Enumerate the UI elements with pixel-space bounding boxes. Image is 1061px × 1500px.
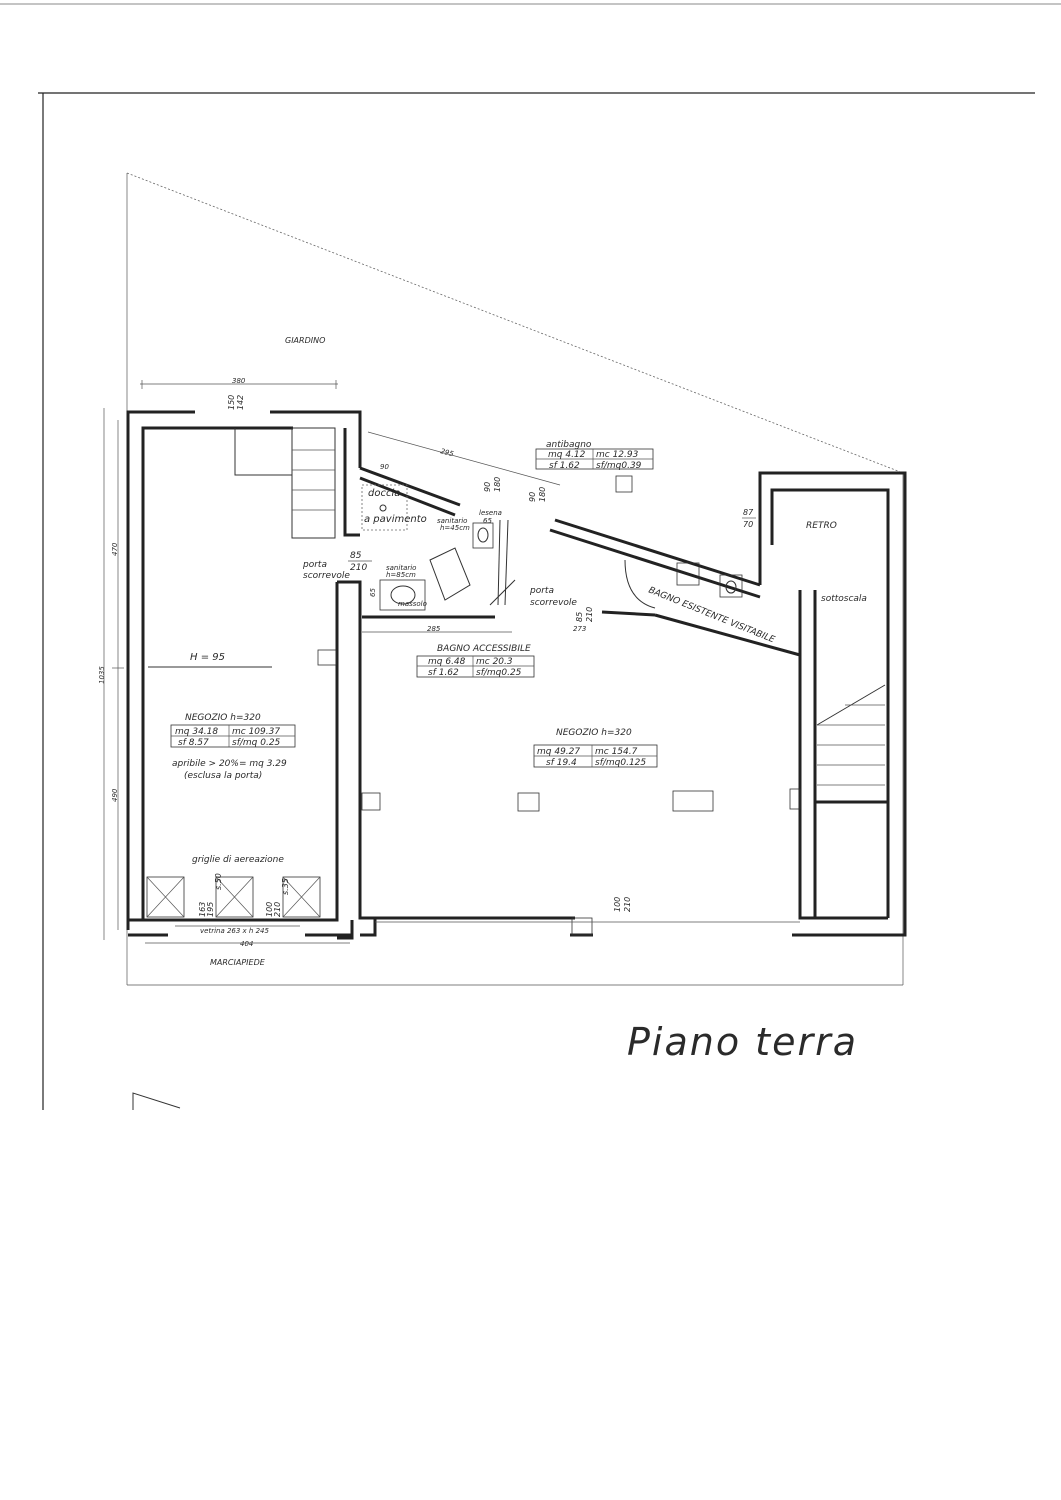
negozio-right-mc: mc 154.7 (595, 747, 638, 757)
dim-295: 295 (439, 447, 455, 458)
bagno-mq: mq 6.48 (428, 657, 466, 667)
label-scorrevole-2: scorrevole (530, 598, 577, 608)
dim-404: 404 (240, 940, 253, 948)
bagno-sf: sf 1.62 (428, 668, 459, 678)
antibagno-mc: mc 12.93 (596, 450, 639, 460)
table-negozio-right: mq 49.27 mc 154.7 sf 19.4 sf/mq0.125 (533, 744, 658, 768)
dim-470: 470 (111, 542, 119, 556)
label-vetrina: vetrina 263 x h 245 (200, 927, 269, 935)
dim-210b: 210 (585, 607, 594, 622)
vent-grilles (146, 876, 321, 918)
label-marciapiede: MARCIAPIEDE (210, 958, 266, 967)
negozio-left-mq: mq 34.18 (175, 727, 218, 737)
antibagno-sf: sf 1.62 (549, 461, 580, 471)
dim-380: 380 (232, 377, 246, 385)
dim-90c: 90 (528, 492, 537, 502)
label-sanitario-2: sanitario (386, 564, 416, 572)
label-scorrevole-1: scorrevole (303, 571, 350, 581)
page-title: Piano terra (627, 1020, 858, 1064)
label-apribile: apribile > 20%= mq 3.29 (172, 759, 287, 769)
dimension-labels: 380 150 142 295 90 90 180 90 180 87 70 8… (98, 377, 756, 948)
label-lesena: lesena (479, 509, 502, 517)
dim-195: 195 (206, 902, 215, 917)
dim-273: 273 (573, 625, 586, 633)
antibagno-mq: mq 4.12 (548, 450, 586, 460)
dim-100a: 100 (265, 902, 274, 917)
walls (126, 410, 907, 940)
dim-163: 163 (198, 902, 207, 917)
label-esclusa: (esclusa la porta) (184, 771, 262, 781)
label-porta-1: porta (302, 560, 327, 570)
dim-70: 70 (743, 520, 753, 529)
dim-90b: 90 (483, 482, 492, 492)
table-bagno: mq 6.48 mc 20.3 sf 1.62 sf/mq0.25 (416, 655, 535, 678)
label-bagno-accessibile: BAGNO ACCESSIBILE (437, 644, 531, 654)
negozio-right-sf: sf 19.4 (546, 758, 577, 768)
negozio-right-sfmq: sf/mq0.125 (595, 758, 646, 768)
label-griglie: griglie di aereazione (192, 855, 284, 865)
dim-210d: 210 (623, 897, 632, 912)
dim-180b: 180 (538, 487, 547, 502)
dim-180a: 180 (493, 477, 502, 492)
dim-65b: 65 (483, 517, 492, 525)
dim-65a: 65 (369, 588, 377, 597)
label-retro: RETRO (806, 521, 837, 531)
label-antibagno: antibagno (546, 440, 592, 450)
label-sottoscala: sottoscala (821, 594, 867, 604)
dim-s35: s.35 (281, 878, 290, 895)
label-porta-2: porta (529, 586, 554, 596)
label-negozio-left: NEGOZIO h=320 (185, 713, 261, 723)
dim-1035: 1035 (98, 666, 106, 684)
label-doccia: doccia (368, 488, 400, 499)
label-negozio-right: NEGOZIO h=320 (556, 728, 632, 738)
dim-85a: 85 (350, 551, 362, 561)
dim-150: 150 (227, 395, 236, 410)
label-giardino: GIARDINO (285, 336, 325, 345)
dimension-lines (103, 380, 561, 944)
dim-285: 285 (427, 625, 441, 633)
dim-s50: s.50 (214, 873, 223, 890)
negozio-left-sfmq: sf/mq 0.25 (232, 738, 281, 748)
dim-90a: 90 (380, 463, 389, 471)
dim-490: 490 (111, 788, 119, 802)
label-sanitario-2b: h=85cm (386, 571, 416, 579)
negozio-left-mc: mc 109.37 (232, 727, 280, 737)
label-massolo: massolo (398, 600, 427, 608)
dim-142: 142 (236, 395, 245, 410)
dim-210c: 210 (273, 902, 282, 917)
label-sanitario-1: sanitario (437, 517, 467, 525)
dim-100b: 100 (613, 897, 622, 912)
dim-210a: 210 (350, 563, 367, 573)
table-antibagno: mq 4.12 mc 12.93 sf 1.62 sf/mq0.39 (535, 448, 654, 471)
label-a-pavimento: a pavimento (364, 514, 427, 525)
label-sanitario-1b: h=45cm (440, 524, 470, 532)
antibagno-sfmq: sf/mq0.39 (596, 461, 642, 471)
table-negozio-left: mq 34.18 mc 109.37 sf 8.57 sf/mq 0.25 (170, 724, 296, 748)
negozio-right-mq: mq 49.27 (537, 747, 580, 757)
dim-85b: 85 (575, 612, 584, 622)
dim-87: 87 (743, 508, 754, 517)
label-h95: H = 95 (190, 652, 225, 663)
bagno-mc: mc 20.3 (476, 657, 513, 667)
bagno-sfmq: sf/mq0.25 (476, 668, 522, 678)
negozio-left-sf: sf 8.57 (178, 738, 209, 748)
frame (38, 92, 1035, 1110)
